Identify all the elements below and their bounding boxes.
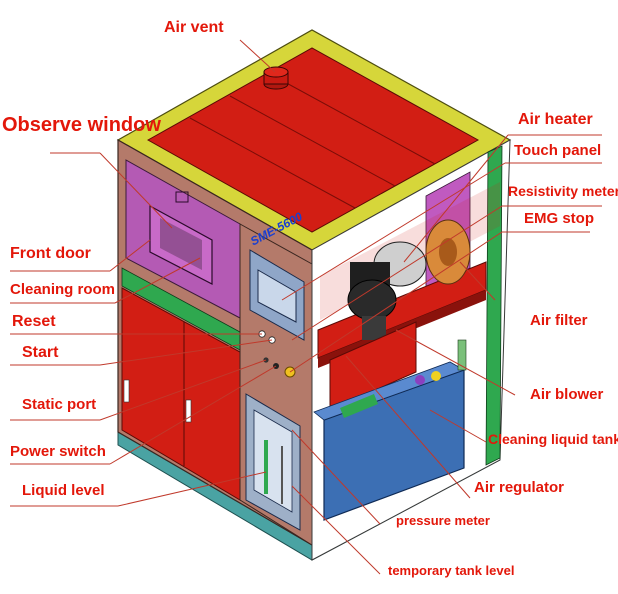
label-start: Start <box>22 344 59 361</box>
label-cleaning-liquid-tank: Cleaning liquid tank <box>488 431 618 447</box>
leader-lines <box>10 39 602 575</box>
label-front-door: Front door <box>10 245 91 262</box>
touch-panel-screen <box>257 269 297 323</box>
label-emg-stop: EMG stop <box>524 210 594 227</box>
label-air-heater: Air heater <box>518 111 593 128</box>
label-pressure-meter: pressure meter <box>396 513 490 528</box>
label-air-blower: Air blower <box>530 386 604 403</box>
label-cleaning-room: Cleaning room <box>10 281 116 298</box>
label-temporary-tank-level: temporary tank level <box>388 563 515 578</box>
air-regulator <box>329 321 417 411</box>
label-reset: Reset <box>12 313 56 330</box>
label-air-regulator: Air regulator <box>474 479 565 496</box>
label-power-switch: Power switch <box>10 443 106 460</box>
label-touch-panel: Touch panel <box>514 142 602 159</box>
label-resistivity-meter: Resistivity meter <box>508 183 618 199</box>
label-air-vent: Air vent <box>164 19 224 36</box>
label-static-port: Static port <box>22 396 97 413</box>
label-observe-window: Observe window <box>2 114 161 136</box>
label-liquid-level: Liquid level <box>22 482 105 499</box>
label-air-filter: Air filter <box>530 312 588 329</box>
top-red-panel <box>146 47 480 233</box>
